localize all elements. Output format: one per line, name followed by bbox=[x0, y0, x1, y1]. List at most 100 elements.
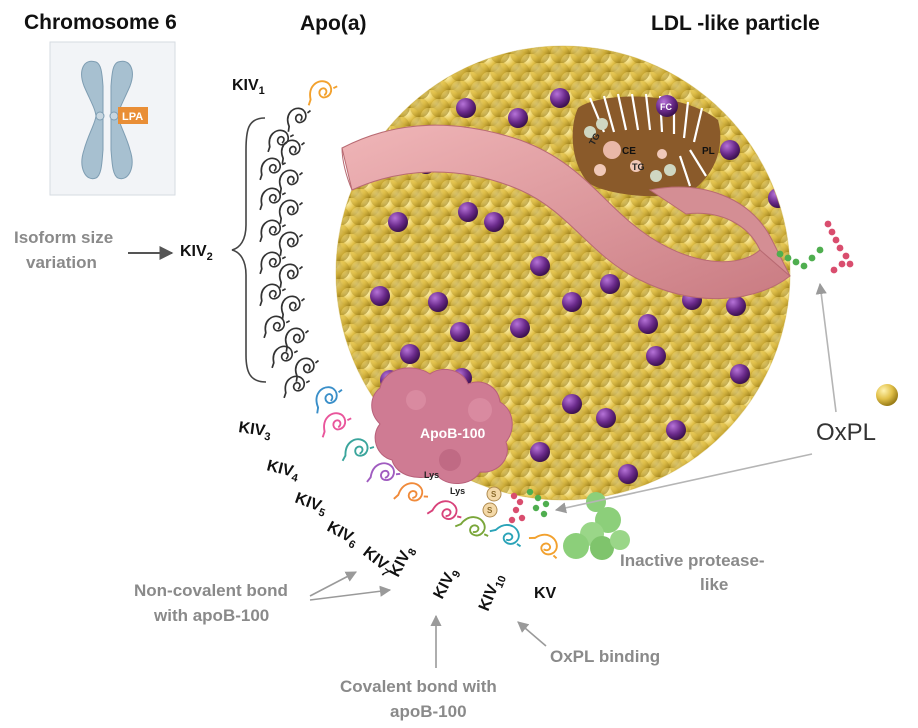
kiv2-kringle bbox=[280, 139, 306, 164]
purple-lipid-dot bbox=[484, 212, 504, 232]
kiv1-kringle bbox=[307, 80, 338, 106]
kiv2-kringle bbox=[284, 327, 310, 352]
lys-label-2: Lys bbox=[450, 486, 465, 496]
apoa-title: Apo(a) bbox=[300, 12, 367, 35]
isoform-label-line2: variation bbox=[26, 253, 97, 272]
kiv5-kringle bbox=[341, 438, 375, 462]
kiv2-kringle bbox=[259, 219, 286, 243]
oxpl-label: OxPL bbox=[816, 419, 876, 446]
fc-molecule bbox=[656, 95, 678, 117]
protease-label-line2: like bbox=[700, 575, 728, 594]
fc-label: FC bbox=[660, 102, 672, 112]
noncovalent-label-line2: with apoB-100 bbox=[153, 606, 269, 625]
oxpl-binding-label: OxPL binding bbox=[550, 647, 660, 666]
purple-lipid-dot bbox=[370, 286, 390, 306]
oxpl-arrow-up bbox=[815, 282, 837, 413]
purple-lipid-dot bbox=[730, 364, 750, 384]
lipid-core-cutaway bbox=[572, 93, 721, 197]
purple-lipid-dot bbox=[450, 322, 470, 342]
ldl-title: LDL -like particle bbox=[651, 12, 820, 35]
noncovalent-arrow-kiv8 bbox=[309, 585, 392, 601]
kiv10-label: KIV10 bbox=[476, 571, 509, 615]
covalent-label-line2: apoB-100 bbox=[390, 702, 467, 721]
kiv3-label: KIV3 bbox=[237, 419, 272, 443]
purple-lipid-dot bbox=[400, 344, 420, 364]
kiv7-kringle bbox=[393, 482, 429, 502]
protease-label-line1: Inactive protease- bbox=[620, 551, 765, 570]
apob-100-protein bbox=[371, 367, 513, 484]
kiv2-kringle bbox=[283, 375, 310, 399]
purple-lipid-dot bbox=[618, 464, 638, 484]
kv-label: KV bbox=[534, 585, 557, 602]
purple-lipid-dot bbox=[638, 314, 658, 334]
purple-lipid-dot bbox=[720, 140, 740, 160]
disulfide-bond bbox=[482, 486, 502, 518]
chromosome-title: Chromosome 6 bbox=[24, 11, 177, 34]
purple-lipid-dot bbox=[768, 188, 788, 208]
tg-bottom-label: TG bbox=[632, 162, 645, 172]
purple-lipid-dot bbox=[458, 202, 478, 222]
kiv8-kringle bbox=[426, 500, 462, 520]
purple-lipid-dot bbox=[550, 88, 570, 108]
unique-kringle-chain bbox=[315, 386, 558, 560]
oxpl-molecule-right bbox=[776, 220, 854, 274]
kiv2-kringle bbox=[278, 199, 304, 224]
covalent-label-line1: Covalent bond with bbox=[340, 677, 497, 696]
kiv2-kringle bbox=[263, 315, 290, 339]
kv-kringle bbox=[528, 533, 558, 560]
purple-lipid-dot bbox=[388, 212, 408, 232]
purple-lipid-dot bbox=[666, 420, 686, 440]
purple-lipid-dot bbox=[562, 292, 582, 312]
purple-lipid-dot bbox=[456, 98, 476, 118]
kiv6-kringle bbox=[366, 462, 401, 483]
purple-lipid-dot bbox=[530, 442, 550, 462]
chromosome-panel: LPA bbox=[49, 41, 176, 196]
purple-lipid-dot bbox=[562, 394, 582, 414]
kiv2-kringle bbox=[259, 283, 286, 307]
kiv4-label: KIV4 bbox=[264, 457, 302, 485]
isoform-label-line1: Isoform size bbox=[14, 228, 113, 247]
kiv2-kringle bbox=[294, 357, 320, 382]
s-label-1: S bbox=[491, 490, 497, 499]
apob-ribbon bbox=[341, 124, 791, 300]
oxpl-molecule-bottom bbox=[508, 488, 550, 524]
purple-lipid-dot bbox=[510, 318, 530, 338]
chromosome-icon bbox=[81, 60, 133, 180]
kiv1-label: KIV1 bbox=[232, 77, 265, 97]
kiv2-repeat-chain bbox=[259, 80, 338, 399]
lpa-gene-label: LPA bbox=[122, 111, 143, 123]
kiv9-kringle bbox=[454, 516, 489, 537]
ce-label: CE bbox=[622, 146, 636, 157]
kiv2-kringle bbox=[259, 251, 286, 275]
lpa-gene-marker bbox=[118, 107, 148, 124]
kiv2-kringle bbox=[278, 169, 304, 194]
kiv2-bracket bbox=[231, 117, 267, 383]
kiv2-kringle bbox=[280, 295, 306, 320]
kiv2-kringle bbox=[278, 263, 304, 288]
kiv10-kringle bbox=[489, 524, 522, 548]
pl-label: PL bbox=[702, 146, 715, 157]
single-lipid-sphere bbox=[876, 384, 898, 406]
kiv2-kringle bbox=[259, 187, 286, 211]
kiv2-label: KIV2 bbox=[180, 243, 213, 263]
kiv2-kringle bbox=[286, 107, 312, 132]
oxpl-arrow-left bbox=[554, 453, 813, 514]
s-label-2: S bbox=[487, 506, 493, 515]
kiv8-label: KIV8 bbox=[387, 543, 420, 581]
kiv6-label: KIV6 bbox=[323, 519, 361, 552]
noncovalent-label-line1: Non-covalent bond bbox=[134, 581, 288, 600]
purple-lipid-dot bbox=[726, 296, 746, 316]
kiv9-label: KIV9 bbox=[431, 565, 464, 603]
kiv2-kringle bbox=[278, 231, 304, 256]
purple-lipid-dot bbox=[428, 292, 448, 312]
apob-label: ApoB-100 bbox=[420, 425, 486, 441]
purple-lipid-dot bbox=[508, 108, 528, 128]
oxpl-binding-arrow bbox=[517, 621, 547, 647]
kiv3-kringle bbox=[315, 386, 343, 414]
purple-lipid-dot bbox=[600, 274, 620, 294]
protease-like-domain bbox=[563, 492, 630, 560]
noncovalent-arrow-kiv7 bbox=[309, 571, 357, 597]
purple-lipid-dot bbox=[596, 408, 616, 428]
lys-label-1: Lys bbox=[424, 470, 439, 480]
